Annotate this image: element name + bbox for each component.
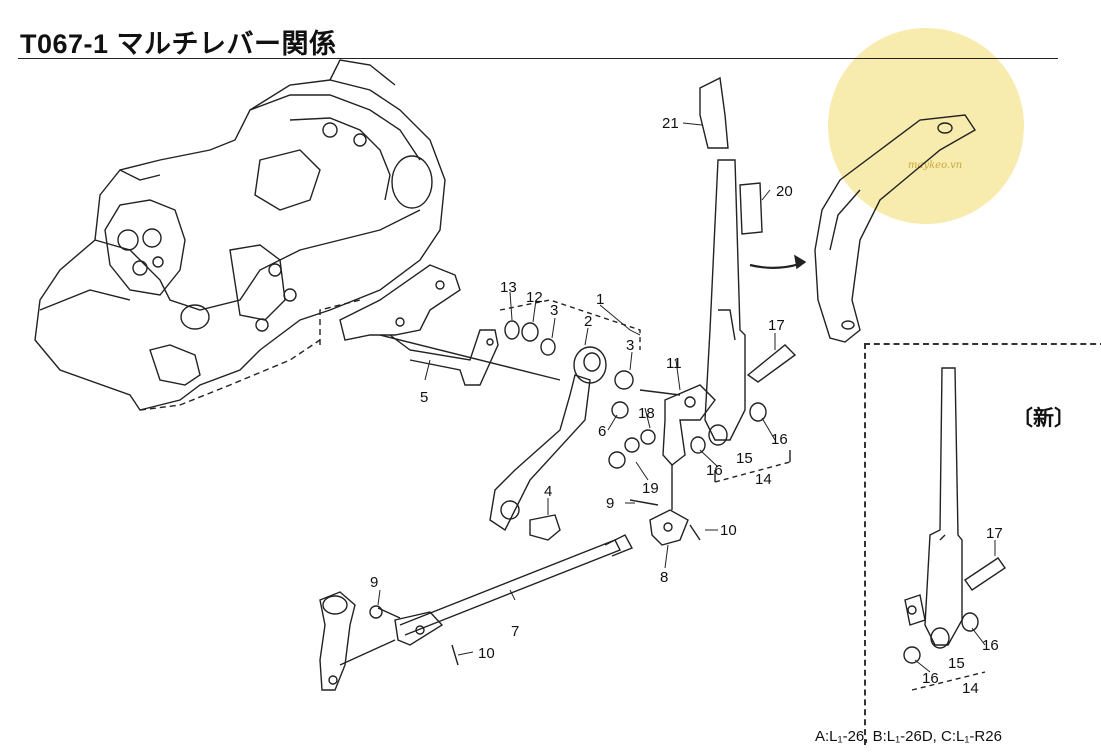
inset-callout-14: 14 <box>962 680 979 697</box>
callout-16b: 16 <box>771 431 788 448</box>
inset-shift-lever <box>903 367 1006 691</box>
callout-3b: 3 <box>626 337 634 354</box>
inset-frame <box>864 343 1101 745</box>
lower-crank <box>319 591 396 691</box>
nut-6 <box>611 401 629 419</box>
grip-20 <box>739 182 763 235</box>
leader-lines <box>377 122 996 673</box>
watermark-logo <box>828 28 1024 224</box>
callout-10a: 10 <box>720 522 737 539</box>
lever-arm <box>379 334 607 541</box>
callout-14: 14 <box>755 471 772 488</box>
washer-13 <box>504 320 520 340</box>
callout-4: 4 <box>544 483 552 500</box>
nut-19b <box>608 451 626 469</box>
cotter-10b <box>451 644 459 666</box>
cotter-10a <box>689 524 701 541</box>
page-title: T067-1 マルチレバー関係 <box>20 29 337 59</box>
callout-12: 12 <box>526 289 543 306</box>
rod-7 <box>394 534 633 646</box>
inset-callout-16b: 16 <box>982 637 999 654</box>
collar-15 <box>708 424 728 446</box>
callout-21: 21 <box>662 115 679 132</box>
callout-3a: 3 <box>550 302 558 319</box>
callout-20: 20 <box>776 183 793 200</box>
bushing-16b <box>749 402 767 422</box>
model-footer: A:L₁-26, B:L₁-26D, C:L₁-R26 <box>815 728 1002 745</box>
title-rule <box>18 58 1058 59</box>
callout-10b: 10 <box>478 645 495 662</box>
callout-9a: 9 <box>606 495 614 512</box>
callout-17: 17 <box>768 317 785 334</box>
bushing-3a <box>540 338 556 356</box>
lever-knob-21 <box>699 76 729 149</box>
washer-18 <box>640 429 656 445</box>
bolt-17 <box>746 344 797 383</box>
inset-callout-17: 17 <box>986 525 1003 542</box>
callout-15: 15 <box>736 450 753 467</box>
callout-5: 5 <box>420 389 428 406</box>
inset-label: 〔新〕 <box>1012 407 1075 430</box>
callout-2: 2 <box>584 313 592 330</box>
bracket-5 <box>339 264 499 386</box>
callout-1: 1 <box>596 291 604 308</box>
callout-6: 6 <box>598 423 606 440</box>
washer-12 <box>521 322 539 342</box>
inset-callout-16a: 16 <box>922 670 939 687</box>
pin-9a <box>629 499 659 506</box>
callout-9b: 9 <box>370 574 378 591</box>
shift-lever <box>699 76 746 441</box>
callout-16a: 16 <box>706 462 723 479</box>
transmission-housing <box>34 59 446 411</box>
watermark-text: maykeo.vn <box>908 160 963 171</box>
bushing-3b <box>614 370 634 390</box>
quadrant-guide <box>814 114 976 343</box>
callout-13: 13 <box>500 279 517 296</box>
callout-19: 19 <box>642 480 659 497</box>
bushing-16a <box>690 436 706 454</box>
callout-7: 7 <box>511 623 519 640</box>
link-11 <box>639 384 716 466</box>
clevis-8 <box>649 465 689 546</box>
inset-callout-15: 15 <box>948 655 965 672</box>
callout-18: 18 <box>638 405 655 422</box>
nut-19a <box>624 437 640 453</box>
callout-8: 8 <box>660 569 668 586</box>
callout-11: 11 <box>666 355 682 372</box>
